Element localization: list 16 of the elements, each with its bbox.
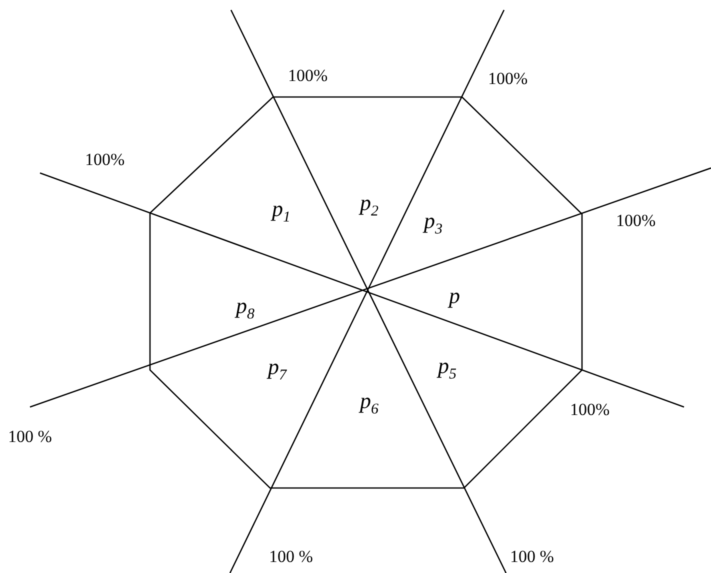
sector-label: p$_{6}$: [360, 390, 378, 418]
sector-label: p$_{8}$: [236, 295, 254, 322]
sector-label: p$_{1}$: [272, 198, 290, 226]
percentage-label: 100%: [288, 67, 328, 84]
sector-label: p$_{5}$: [438, 355, 456, 382]
sector-label: p: [449, 285, 460, 307]
percentage-label: 100 %: [8, 428, 52, 445]
sector-label: p$_{7}$: [268, 356, 286, 384]
percentage-label: 100%: [488, 70, 528, 87]
percentage-label: 100 %: [269, 548, 313, 565]
percentage-label: 100%: [85, 151, 125, 168]
sector-label: p$_{2}$: [360, 192, 378, 220]
percentage-label: 100 %: [510, 548, 554, 565]
sector-label: p$_{3}$: [424, 210, 442, 238]
percentage-label: 100%: [570, 401, 610, 418]
percentage-label: 100%: [616, 212, 656, 229]
